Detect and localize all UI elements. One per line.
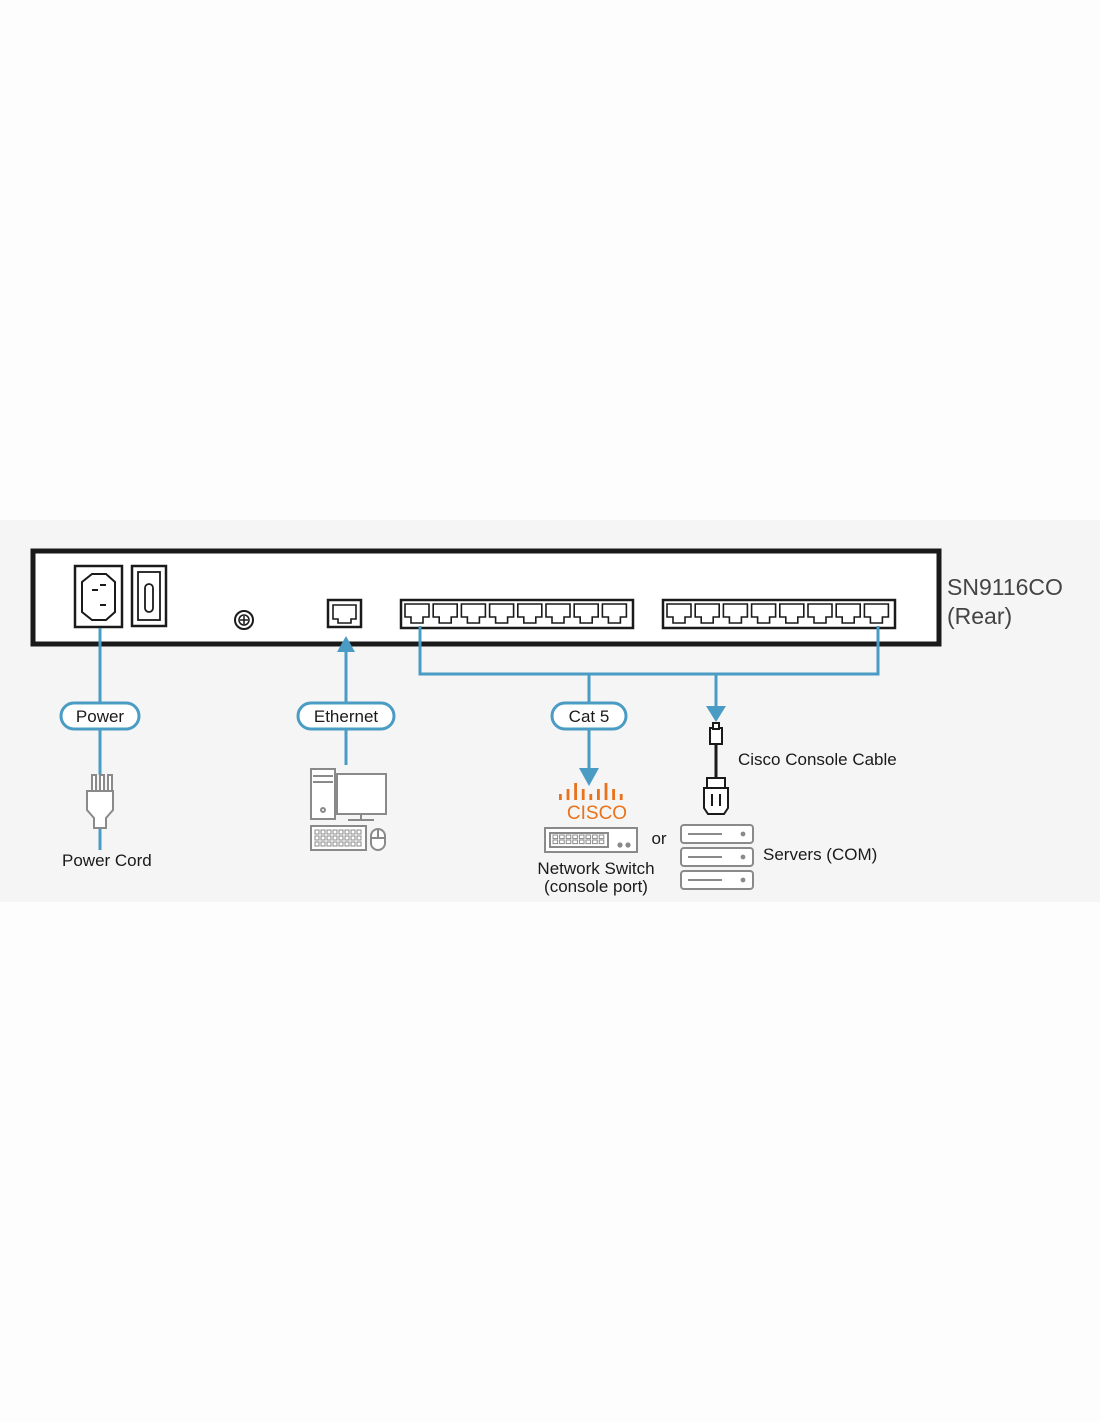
cisco-logo-bar [574, 783, 577, 800]
keyboard-keys [314, 829, 362, 847]
rj45-port-icon [545, 603, 571, 624]
switch-port [578, 834, 585, 840]
switch-port [578, 839, 585, 845]
power-switch-icon [130, 564, 168, 628]
or-label: or [651, 829, 666, 848]
rj45-port-icon [835, 603, 861, 624]
computer-icon [310, 768, 387, 851]
keyboard-key [314, 835, 320, 841]
cisco-logo-icon [559, 783, 623, 800]
cisco-logo-bar [566, 789, 570, 800]
serial-port-bank-1 [399, 598, 635, 630]
cisco-logo-bar [604, 783, 608, 800]
keyboard-key [326, 829, 332, 835]
cat5-connection-label: Cat 5 [569, 707, 610, 726]
switch-port [598, 839, 605, 845]
power-connection-label: Power [76, 707, 125, 726]
console-cable-label: Cisco Console Cable [738, 750, 897, 769]
keyboard-key [320, 829, 326, 835]
switch-port [559, 834, 565, 840]
switch-port [572, 834, 578, 840]
serial-port-bank-2 [661, 598, 897, 630]
rj45-port-icon [779, 603, 805, 624]
keyboard-key [320, 841, 326, 847]
switch-port [585, 834, 592, 840]
device-rear-panel [30, 548, 942, 647]
keyboard-key [344, 841, 350, 847]
switch-port [572, 839, 578, 845]
cisco-logo-text: CISCO [567, 803, 627, 824]
rj45-port-icon [694, 603, 720, 624]
rj45-port-icon [863, 603, 890, 624]
switch-ports [552, 834, 605, 845]
keyboard-key [314, 841, 320, 847]
keyboard-key [338, 841, 344, 847]
ethernet-connection-pill: Ethernet [296, 701, 396, 731]
keyboard-key [326, 841, 332, 847]
cisco-logo-bar [612, 789, 615, 800]
keyboard-key [350, 841, 356, 847]
power-cord-label: Power Cord [62, 851, 152, 870]
cat5-connection-pill: Cat 5 [550, 701, 628, 731]
rj45-port-icon [601, 603, 628, 624]
rj45-port-icon [488, 603, 515, 624]
switch-port [598, 834, 605, 840]
rj45-port-icon [750, 603, 777, 624]
switch-port [585, 839, 592, 845]
cisco-logo-bar [619, 794, 623, 800]
keyboard-key [326, 835, 332, 841]
device-model-label: SN9116CO [947, 574, 1063, 600]
ethernet-connection-label: Ethernet [314, 707, 379, 726]
keyboard-key [338, 829, 344, 835]
servers-label: Servers (COM) [763, 845, 877, 864]
cisco-logo-bar [559, 794, 562, 800]
switch-port [592, 834, 598, 840]
keyboard-key [344, 835, 350, 841]
device-view-label: (Rear) [947, 603, 1012, 629]
rj45-port-icon [460, 603, 487, 624]
cable-arrowheads [337, 636, 726, 786]
keyboard-key [350, 835, 356, 841]
console-cable-icon [703, 722, 729, 815]
switch-port [565, 834, 572, 840]
rj45-port-icon [404, 603, 430, 624]
power-inlet-icon [73, 564, 124, 629]
keyboard-key [320, 835, 326, 841]
keyboard-key [356, 829, 362, 835]
rj45-port-icon [432, 603, 458, 624]
switch-port [559, 839, 565, 845]
rj45-port-icon [722, 603, 749, 624]
keyboard-key [332, 829, 338, 835]
ethernet-port-icon [326, 598, 363, 629]
keyboard-key [350, 829, 356, 835]
servers-icon [680, 824, 754, 890]
rj45-port-icon [807, 603, 833, 624]
switch-port [592, 839, 598, 845]
switch-port [552, 834, 559, 840]
rj45-port-icon [666, 603, 692, 624]
power-connection-pill: Power [59, 701, 141, 731]
rj45-port-icon [573, 603, 599, 624]
keyboard-key [332, 841, 338, 847]
rj45-port-icon [517, 603, 543, 624]
keyboard-key [332, 835, 338, 841]
cisco-logo-bar [589, 794, 593, 800]
network-switch-port-label: (console port) [544, 877, 648, 896]
switch-port [565, 839, 572, 845]
cisco-logo-bar [581, 789, 585, 800]
ground-screw-icon [234, 610, 254, 630]
keyboard-key [356, 835, 362, 841]
keyboard-key [344, 829, 350, 835]
keyboard-key [314, 829, 320, 835]
network-switch-label: Network Switch [537, 859, 654, 878]
keyboard-key [338, 835, 344, 841]
keyboard-key [356, 841, 362, 847]
cisco-logo-bar [597, 789, 600, 800]
cable-lines [98, 626, 880, 850]
switch-port [552, 839, 559, 845]
power-plug-icon [86, 774, 114, 829]
